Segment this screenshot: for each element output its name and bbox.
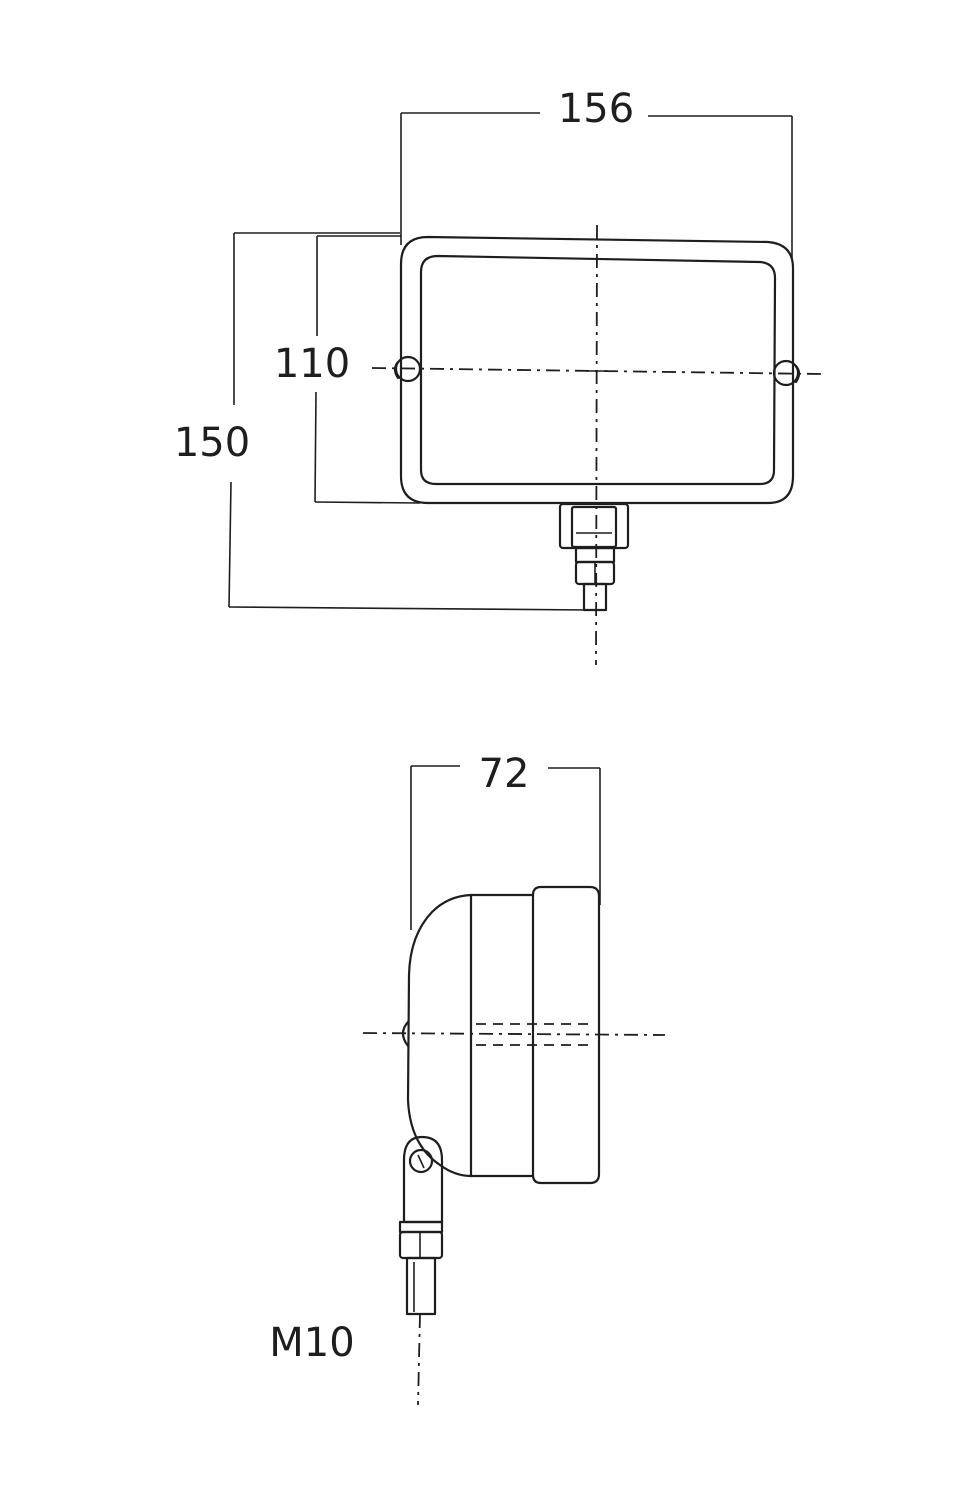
lamp-front-bezel [531,885,601,1185]
lens-height-dimension: 110 [274,235,421,504]
housing-outer-frame [399,235,795,505]
thread-size-label: M10 [269,1320,354,1366]
front-view: 156 150 110 [174,86,823,666]
overall-height-dimension-label: 150 [174,420,250,466]
lens-height-dimension-label: 110 [274,341,350,387]
overall-height-dimension: 150 [174,232,591,611]
depth-dimension-label: 72 [479,751,530,797]
front-mounting-bracket [558,502,630,550]
side-mounting-lug [402,1135,444,1224]
side-mounting-bolt [398,1220,444,1316]
left-mounting-ear [393,355,422,383]
bolt-axis-line [417,1313,421,1406]
width-dimension-label: 156 [558,86,634,132]
width-dimension: 156 [400,86,793,260]
lamp-rear-housing [406,893,473,1178]
internal-hidden-lines [476,1023,590,1046]
vertical-centre-line [595,224,598,666]
side-horizontal-centre-line [362,1032,666,1036]
depth-dimension: 72 [410,751,601,930]
lens-inner-frame [419,254,777,486]
lamp-middle-ring [469,893,535,1178]
side-view: 72 M10 [269,751,666,1406]
adjuster-knob [401,1020,410,1048]
front-mounting-bolt [574,546,616,612]
